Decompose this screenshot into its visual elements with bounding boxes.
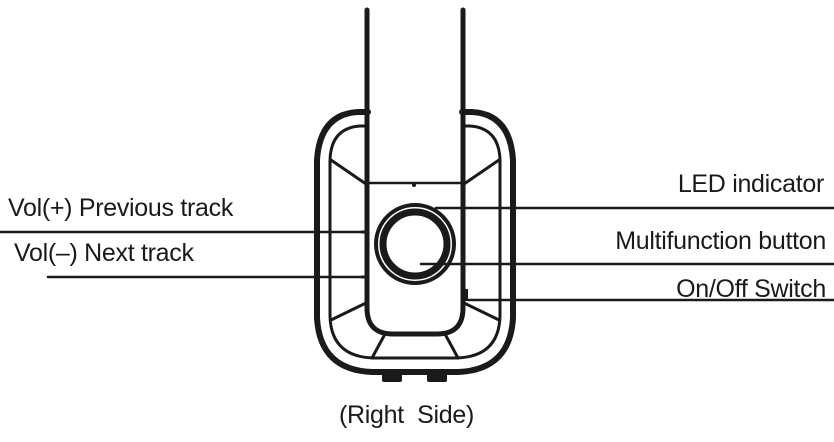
multifunction-button-ring[interactable] <box>374 203 456 285</box>
facet-top-left <box>329 158 368 186</box>
multifunction-button-face[interactable] <box>379 208 451 280</box>
label-vol-plus: Vol(+) Previous track <box>8 194 234 222</box>
facet-bottom-left <box>329 300 370 322</box>
facet-top-right <box>462 158 501 186</box>
facet-bottom-center-right <box>443 332 460 360</box>
led-indicator-dot <box>412 183 416 187</box>
facet-bottom-center-left <box>370 332 387 360</box>
bottom-connector-left <box>382 371 402 382</box>
label-onoff-switch: On/Off Switch <box>676 275 826 303</box>
caption-right-side: (Right Side) <box>339 401 475 429</box>
label-vol-minus: Vol(–) Next track <box>14 239 194 267</box>
bottom-connector-right <box>427 371 447 382</box>
label-led-indicator: LED indicator <box>677 170 824 198</box>
facet-bottom-right <box>460 300 501 322</box>
onoff-switch-nub[interactable] <box>463 289 468 301</box>
earcup-inner-rim <box>328 124 502 360</box>
control-panel <box>364 103 466 337</box>
label-multifunction-button: Multifunction button <box>615 227 826 255</box>
earcup-outer-shell <box>314 109 516 375</box>
